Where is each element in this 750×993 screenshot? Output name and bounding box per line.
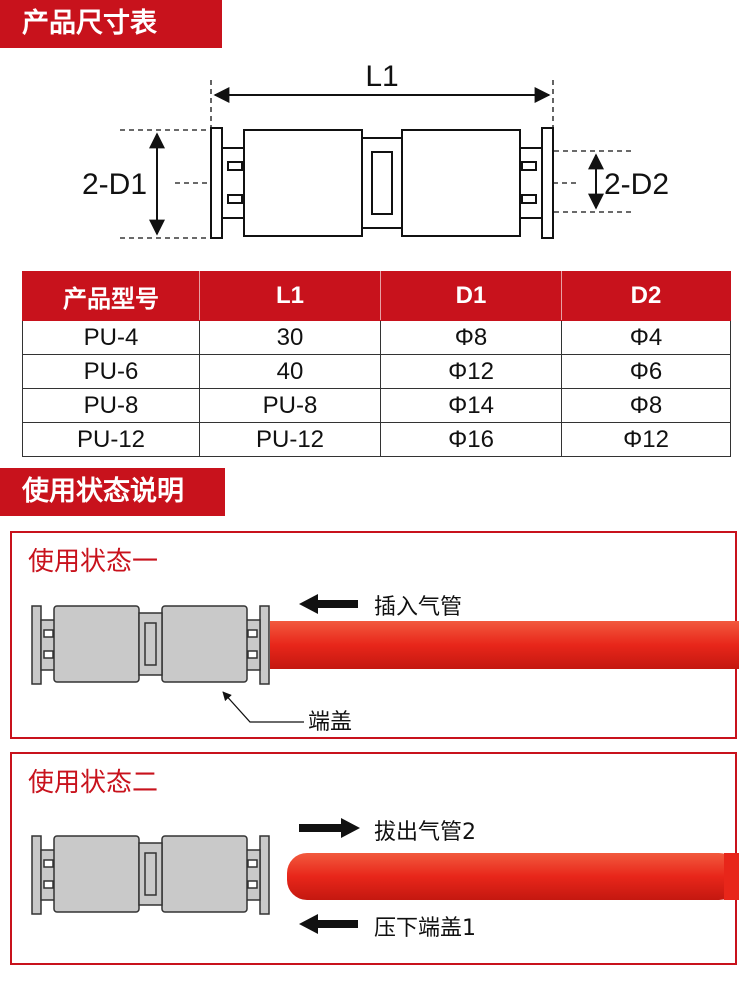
air-tube (270, 621, 739, 669)
table-row: PU-6 40 Φ12 Φ6 (22, 354, 731, 389)
spec-section-title: 产品尺寸表 (0, 0, 222, 48)
table-cell: 40 (199, 354, 381, 389)
pull-out-arrow-icon (299, 818, 360, 838)
table-row: PU-12 PU-12 Φ16 Φ12 (22, 422, 731, 457)
spec-table: 产品型号 L1 D1 D2 PU-4 30 Φ8 Φ4 PU-6 40 Φ12 … (22, 271, 731, 457)
usage-section-title: 使用状态说明 (0, 468, 225, 516)
table-header-model: 产品型号 (22, 271, 200, 321)
table-cell: Φ12 (561, 422, 731, 457)
table-cell: Φ14 (380, 388, 562, 423)
table-header-row: 产品型号 L1 D1 D2 (22, 271, 731, 321)
air-tube (287, 853, 739, 900)
table-cell: PU-8 (199, 388, 381, 423)
state-1-illustration (31, 594, 739, 723)
table-header-l1: L1 (199, 271, 381, 321)
table-cell: 30 (199, 320, 381, 355)
insert-arrow-icon (299, 594, 358, 614)
table-cell: Φ8 (380, 320, 562, 355)
table-cell: PU-8 (22, 388, 200, 423)
table-row: PU-4 30 Φ8 Φ4 (22, 320, 731, 355)
table-cell: Φ16 (380, 422, 562, 457)
usage-state-2-panel: 使用状态二 拔出气管2 压下端盖1 (10, 752, 739, 965)
table-cell: Φ4 (561, 320, 731, 355)
state-1-title: 使用状态一 (28, 547, 159, 577)
label-l1: L1 (365, 60, 398, 93)
label-d2: 2-D2 (604, 168, 669, 201)
table-row: PU-8 PU-8 Φ14 Φ8 (22, 388, 731, 423)
label-d1: 2-D1 (82, 168, 147, 201)
table-cell: Φ8 (561, 388, 731, 423)
table-cell: PU-6 (22, 354, 200, 389)
table-cell: Φ6 (561, 354, 731, 389)
state-2-title: 使用状态二 (28, 768, 159, 798)
table-header-d1: D1 (380, 271, 562, 321)
cap-leader-line (222, 691, 304, 723)
press-cap-label: 压下端盖1 (374, 916, 476, 941)
table-header-d2: D2 (561, 271, 731, 321)
dimension-diagram: L1 2-D1 2-D2 (82, 60, 669, 239)
press-cap-arrow-icon (299, 914, 358, 934)
table-cell: PU-12 (22, 422, 200, 457)
insert-tube-label: 插入气管 (374, 595, 463, 620)
table-cell: PU-12 (199, 422, 381, 457)
table-cell: Φ12 (380, 354, 562, 389)
table-cell: PU-4 (22, 320, 200, 355)
end-cap-label: 端盖 (308, 710, 353, 735)
usage-state-1-panel: 使用状态一 插入气 (10, 531, 739, 739)
pull-out-tube-label: 拔出气管2 (374, 820, 476, 845)
state-2-illustration (31, 818, 739, 934)
